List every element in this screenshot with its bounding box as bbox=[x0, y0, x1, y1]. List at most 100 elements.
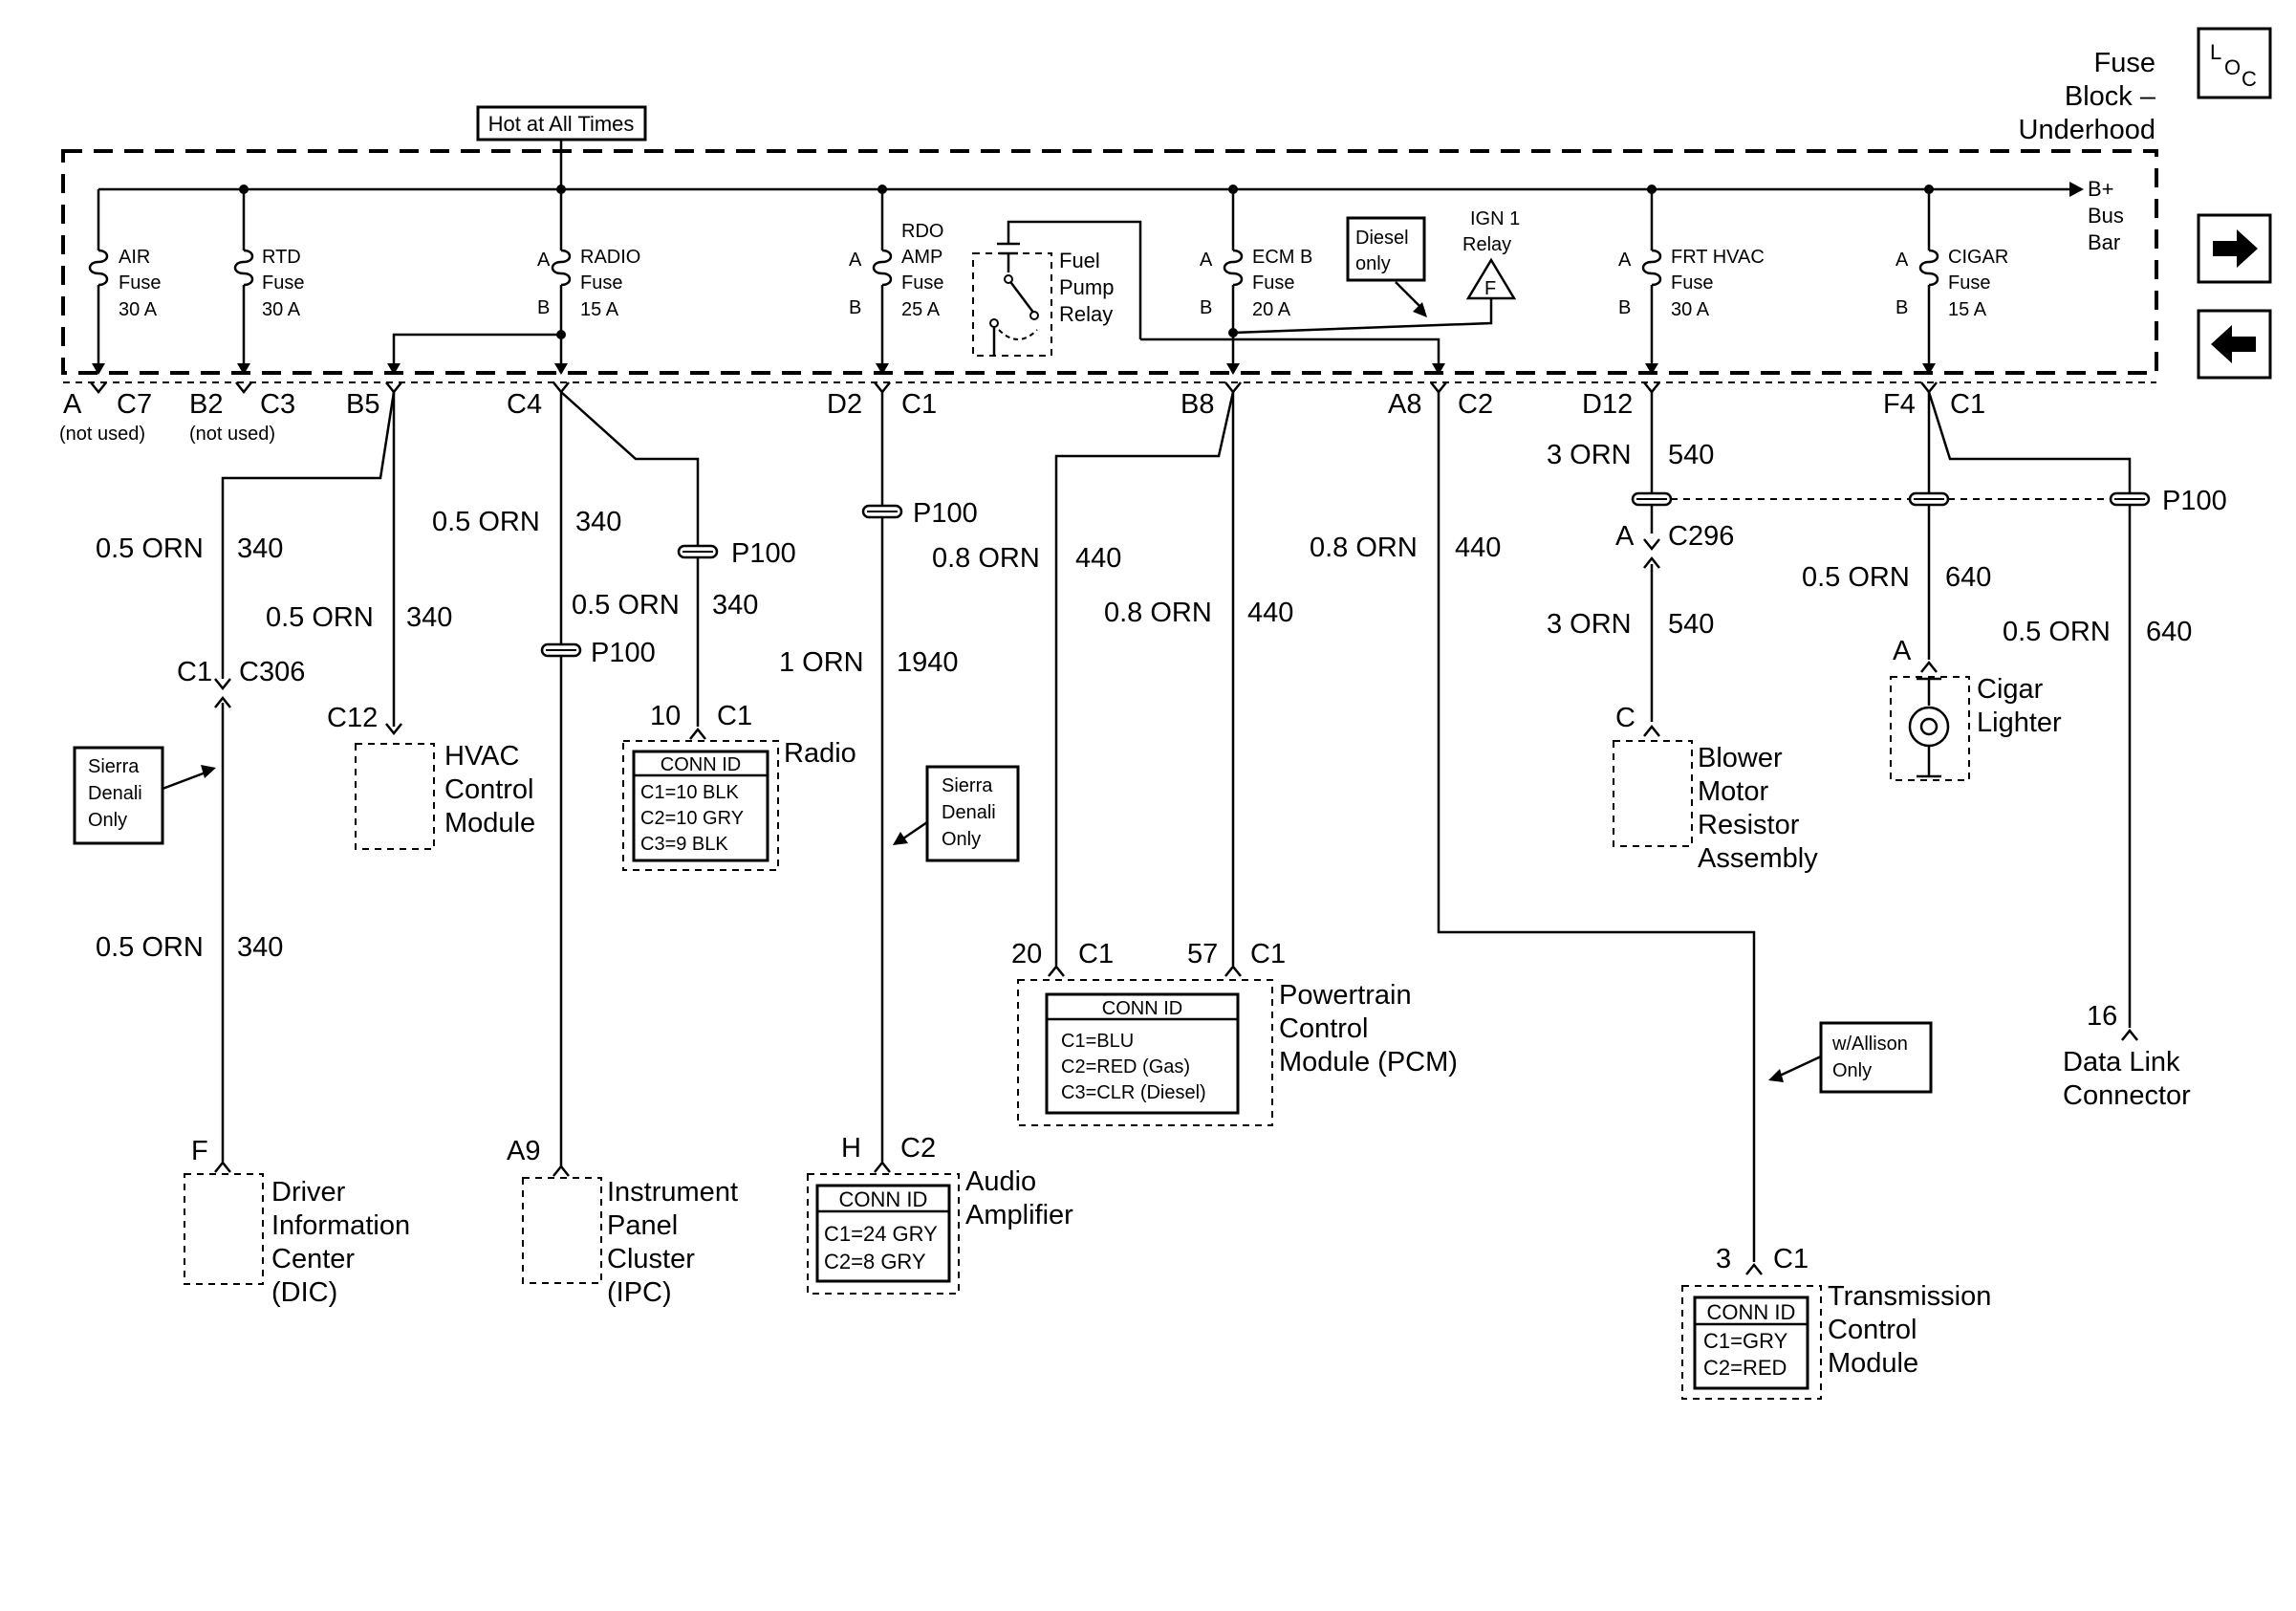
fuse-block-title-2: Block – bbox=[2065, 81, 2156, 112]
ecm-b-fuse-label-2: Fuse bbox=[1252, 272, 1294, 294]
radio-pin: 10 bbox=[650, 701, 681, 731]
diesel-only-note bbox=[1346, 216, 1426, 282]
c306-label: C306 bbox=[239, 657, 305, 687]
radio-conn-id bbox=[632, 750, 769, 862]
cigar-fuse-pin-a: A bbox=[1895, 250, 1909, 271]
wire-label-dic-circuit: 340 bbox=[237, 533, 283, 564]
rdo-amp-fuse-pin-b: B bbox=[849, 297, 861, 318]
hot-at-all-times-label: Hot at All Times bbox=[488, 112, 635, 136]
pcm-pin-57: 57 bbox=[1187, 939, 1218, 969]
amp-pin: H bbox=[841, 1133, 861, 1164]
hvac-name-2: Control bbox=[444, 774, 534, 805]
amp-conn: C2 bbox=[900, 1133, 936, 1164]
rdo-amp-fuse-label-4: 25 A bbox=[901, 299, 941, 320]
sierra-note-1-line-1: Sierra bbox=[88, 756, 140, 777]
sierra-denali-note-1 bbox=[73, 746, 164, 845]
tcm-name-2: Control bbox=[1828, 1315, 1917, 1345]
ecm-b-fuse-pin-b: B bbox=[1200, 297, 1212, 318]
bus-bar-label-1: B+ bbox=[2088, 177, 2114, 201]
ecm-b-fuse-pin-a: A bbox=[1200, 250, 1213, 271]
cigar-fuse-label-3: 15 A bbox=[1948, 299, 1987, 320]
frt-hvac-fuse-label-1: FRT HVAC bbox=[1671, 247, 1765, 268]
fuse-block-outline bbox=[61, 149, 2158, 375]
conn-c2: C2 bbox=[1458, 389, 1493, 420]
wire-label-hvac-circuit: 340 bbox=[406, 602, 452, 633]
radio-id-3: C3=9 BLK bbox=[640, 834, 728, 855]
radio-fuse-label-2: Fuse bbox=[580, 272, 622, 294]
dlc-name-2: Connector bbox=[2063, 1080, 2191, 1111]
air-fuse-label-2: Fuse bbox=[119, 272, 161, 294]
loc-icon[interactable]: L O C bbox=[2197, 27, 2272, 99]
wire-label-540b-circuit: 540 bbox=[1668, 609, 1714, 640]
blower-name-2: Motor bbox=[1698, 776, 1768, 807]
ign1-relay-symbol: F bbox=[1484, 278, 1496, 299]
arrow-left-icon[interactable] bbox=[2197, 309, 2272, 380]
diesel-only-label-2: only bbox=[1355, 253, 1391, 274]
wire-label-dic2-circuit: 340 bbox=[237, 932, 283, 963]
arrow-right-icon[interactable] bbox=[2197, 213, 2272, 284]
blower-name-3: Resistor bbox=[1698, 810, 1800, 840]
cigar-lighter-symbol bbox=[1908, 677, 1950, 778]
wire-label-amp-circuit: 1940 bbox=[897, 647, 959, 678]
pcm-name-1: Powertrain bbox=[1279, 980, 1412, 1011]
sierra-note-2-line-1: Sierra bbox=[942, 775, 993, 796]
wire-label-pcm20-circuit: 440 bbox=[1075, 543, 1121, 574]
ecm-b-fuse-label-1: ECM B bbox=[1252, 247, 1312, 268]
c306-pin: C1 bbox=[177, 657, 212, 687]
hvac-name-1: HVAC bbox=[444, 741, 519, 772]
radio-fuse-pin-b: B bbox=[537, 297, 550, 318]
fuel-pump-relay-label-3: Relay bbox=[1059, 302, 1113, 326]
blower-pin: C bbox=[1615, 703, 1635, 733]
wire-label-pcm57-circuit: 440 bbox=[1247, 598, 1293, 628]
dlc-name-1: Data Link bbox=[2063, 1047, 2180, 1078]
diesel-only-label-1: Diesel bbox=[1355, 228, 1409, 249]
tcm-name-3: Module bbox=[1828, 1348, 1918, 1379]
wire-label-dic2-color: 0.5 ORN bbox=[96, 932, 204, 963]
ign1-relay-triangle bbox=[1465, 257, 1517, 300]
allison-note-line-2: Only bbox=[1832, 1060, 1872, 1081]
wire-label-540b-color: 3 ORN bbox=[1547, 609, 1632, 640]
tcm-conn-id-title: CONN ID bbox=[1707, 1300, 1796, 1324]
rtd-fuse-label-3: 30 A bbox=[262, 299, 301, 320]
frt-hvac-fuse-pin-a: A bbox=[1618, 250, 1632, 271]
amp-id-2: C2=8 GRY bbox=[824, 1250, 926, 1274]
radio-name: Radio bbox=[784, 738, 856, 769]
p100-dlc: P100 bbox=[2162, 486, 2227, 516]
amp-conn-id-title: CONN ID bbox=[839, 1187, 928, 1211]
p100-radio: P100 bbox=[731, 538, 796, 569]
pcm-id-1: C1=BLU bbox=[1061, 1031, 1134, 1052]
tcm-id-2: C2=RED bbox=[1703, 1356, 1787, 1380]
cigar-name-2: Lighter bbox=[1977, 708, 2062, 738]
sierra-denali-note-2 bbox=[925, 765, 1020, 862]
not-used-1: (not used) bbox=[59, 424, 145, 445]
pcm-box bbox=[1017, 979, 1273, 1126]
ecm-b-fuse-label-3: 20 A bbox=[1252, 299, 1291, 320]
dic-name-3: Center bbox=[271, 1244, 355, 1274]
wire-label-dlc-circuit: 640 bbox=[2146, 617, 2192, 647]
rdo-amp-fuse-label-1: RDO bbox=[901, 221, 943, 242]
cigar-fuse bbox=[1918, 189, 1939, 375]
radio-fuse-label-3: 15 A bbox=[580, 299, 619, 320]
wire-label-pcm20-color: 0.8 ORN bbox=[932, 543, 1040, 574]
blower-name-1: Blower bbox=[1698, 743, 1783, 773]
ign1-relay-label-1: IGN 1 bbox=[1470, 208, 1520, 229]
pcm-id-3: C3=CLR (Diesel) bbox=[1061, 1082, 1206, 1103]
svg-text:C: C bbox=[2242, 67, 2257, 91]
conn-c7: C7 bbox=[117, 389, 152, 420]
dic-name-4: (DIC) bbox=[271, 1277, 337, 1308]
wire-label-ipc-circuit: 340 bbox=[712, 590, 758, 620]
air-fuse bbox=[88, 189, 109, 375]
rdo-amp-fuse-pin-a: A bbox=[849, 250, 862, 271]
ipc-name-2: Panel bbox=[607, 1210, 678, 1241]
wire-label-540a-color: 3 ORN bbox=[1547, 440, 1632, 470]
radio-fuse-pin-a: A bbox=[537, 250, 551, 271]
conn-c1-b: C1 bbox=[1950, 389, 1985, 420]
conn-c3: C3 bbox=[260, 389, 295, 420]
conn-c1-a: C1 bbox=[901, 389, 937, 420]
wire-label-pcm57-color: 0.8 ORN bbox=[1104, 598, 1212, 628]
rtd-fuse bbox=[233, 189, 254, 375]
pin-f4: F4 bbox=[1883, 389, 1916, 420]
wire-label-ipc-color: 0.5 ORN bbox=[572, 590, 680, 620]
sierra-note-1-line-2: Denali bbox=[88, 783, 142, 804]
